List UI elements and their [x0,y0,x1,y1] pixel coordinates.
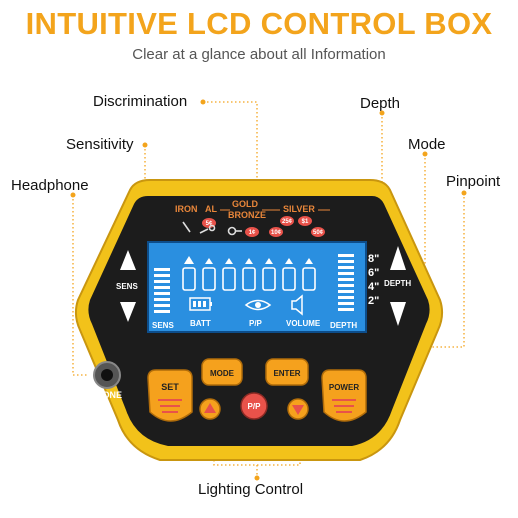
coin-1c: 1¢ [249,230,256,236]
set-button-label: SET [161,382,179,392]
label-silver: SILVER [283,204,315,214]
coin-5c: 5¢ [206,221,213,227]
coin-50c: 50¢ [313,230,324,236]
light-up-button[interactable] [199,398,221,420]
sens-adjust-arrows[interactable] [120,250,136,322]
lcd-volume-label: VOLUME [286,319,321,328]
enter-button-label: ENTER [273,369,300,378]
speaker-icon [291,294,303,316]
label-al: AL [205,204,217,214]
depth-mark-2: 2" [368,295,379,307]
triangle-up-icon [204,403,216,413]
object-icons [182,221,242,236]
lcd-pp-label: P/P [249,319,263,328]
depth-adjust-arrows[interactable] [390,246,406,326]
callout-lighting-control: Lighting Control [198,481,304,498]
phone-label: PHONE [90,390,122,400]
lcd-target-bars [182,267,316,291]
lcd-sens-bars [154,268,170,313]
coin-icons [202,216,325,237]
power-button-label: POWER [329,383,359,392]
pinpoint-button-label: P/P [248,402,262,411]
side-sens-label: SENS [116,282,138,291]
label-iron: IRON [175,204,198,214]
depth-mark-4: 4" [368,281,379,293]
lcd-batt-label: BATT [190,319,211,328]
set-button[interactable]: SET [147,369,193,422]
callout-mode: Mode [408,136,446,153]
label-gold: GOLD [232,199,258,209]
lcd-target-arrows [184,256,313,264]
callout-pinpoint: Pinpoint [446,173,501,190]
coin-25c: 25¢ [282,219,293,225]
callout-headphone: Headphone [11,177,89,194]
eye-icon [244,299,272,311]
page-title: INTUITIVE LCD CONTROL BOX [25,6,493,41]
callout-depth: Depth [360,95,401,112]
headphone-jack[interactable] [93,361,121,389]
callout-sensitivity: Sensitivity [66,136,134,153]
triangle-down-icon [292,405,304,415]
enter-button[interactable]: ENTER [265,358,309,386]
coin-10c: 10¢ [271,230,282,236]
lcd-sens-label: SENS [152,321,174,330]
label-bronze: BRONZE [228,210,266,220]
lcd-depth-bars [338,254,354,311]
page-subtitle: Clear at a glance about all Information [132,46,386,63]
depth-mark-6: 6" [368,267,379,279]
lcd-depth-label: DEPTH [330,321,357,330]
light-down-button[interactable] [287,398,309,420]
power-button[interactable]: POWER [321,369,367,422]
side-depth-label: DEPTH [384,279,411,288]
lcd-screen [147,241,367,333]
pinpoint-button[interactable]: P/P [240,392,268,420]
mode-button[interactable]: MODE [201,358,243,386]
mode-button-label: MODE [210,369,235,378]
depth-mark-8: 8" [368,253,379,265]
coin-1d: $1 [302,219,309,225]
callout-discrimination: Discrimination [93,93,188,110]
